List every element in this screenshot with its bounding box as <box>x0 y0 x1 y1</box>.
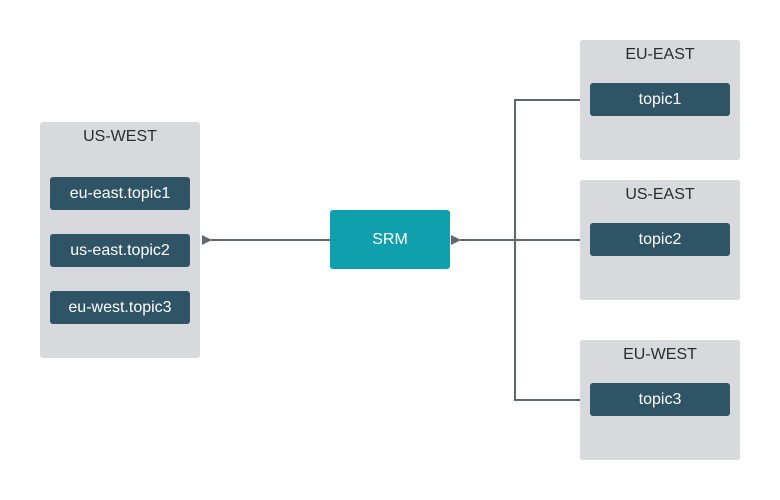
cluster-eu-east: EU-EAST topic1 <box>580 40 740 160</box>
cluster-eu-west: EU-WEST topic3 <box>580 340 740 460</box>
topic-topic3: topic3 <box>590 383 730 416</box>
topic-eu-west-topic3: eu-west.topic3 <box>50 291 190 324</box>
topic-us-east-topic2: us-east.topic2 <box>50 234 190 267</box>
connector-eu-east <box>514 99 580 240</box>
connector-eu-west <box>514 240 580 401</box>
cluster-title: US-EAST <box>625 186 695 203</box>
topic-eu-east-topic1: eu-east.topic1 <box>50 177 190 210</box>
topic-topic2: topic2 <box>590 223 730 256</box>
cluster-us-east: US-EAST topic2 <box>580 180 740 300</box>
cluster-title: EU-EAST <box>625 46 695 63</box>
srm-node: SRM <box>330 210 450 269</box>
topic-topic1: topic1 <box>590 83 730 116</box>
cluster-title: EU-WEST <box>623 346 697 363</box>
cluster-title: US-WEST <box>83 128 157 145</box>
cluster-us-west: US-WEST eu-east.topic1 us-east.topic2 eu… <box>40 122 200 358</box>
